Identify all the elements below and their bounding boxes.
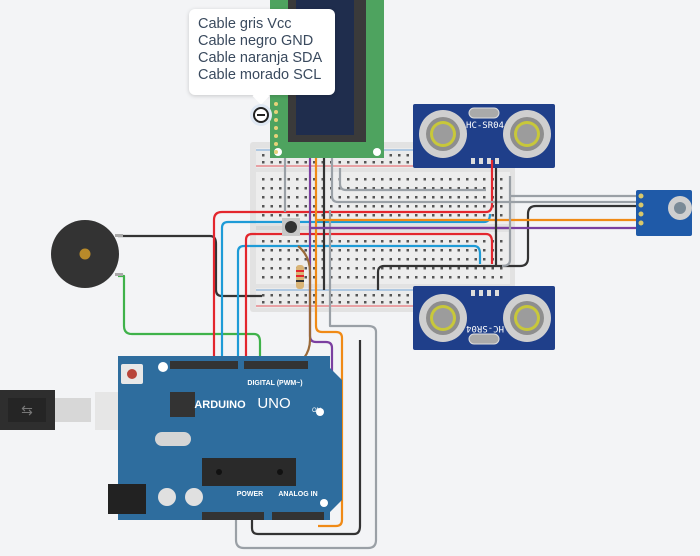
note-line: Cable gris Vcc <box>198 16 292 32</box>
wire-black-sensor <box>376 204 636 290</box>
wire-gray-5v <box>234 210 378 550</box>
svg-text:ON: ON <box>312 408 321 414</box>
wire-buzzer-gnd <box>118 234 262 298</box>
ultrasonic-sensor-top[interactable]: HC-SR04 <box>413 104 555 168</box>
wire-gray-2 <box>338 168 636 198</box>
usb-icon: ⇆ <box>21 402 33 418</box>
wire-red-2 <box>244 232 494 360</box>
arduino-model: UNO <box>257 395 290 412</box>
note-tooltip: Cable gris Vcc Cable negro GND Cable nar… <box>189 9 335 95</box>
svg-text:DIGITAL (PWM~): DIGITAL (PWM~) <box>247 380 302 387</box>
ultrasonic-sensor-bottom[interactable]: HC-SR04 <box>413 286 555 350</box>
svg-text:HC-SR04: HC-SR04 <box>466 323 504 333</box>
wire-blue-2 <box>236 244 482 360</box>
minus-icon <box>253 107 269 123</box>
wire-brown-resistor <box>297 245 312 369</box>
svg-text:HC-SR04: HC-SR04 <box>466 121 504 131</box>
wire-gray-us <box>501 176 512 268</box>
wire-orange-sda <box>314 158 636 528</box>
svg-text:POWER: POWER <box>237 491 263 498</box>
note-toggle-button[interactable] <box>250 104 272 126</box>
wire-red-1 <box>212 160 494 360</box>
arduino-uno[interactable]: ARDUINO UNO DIGITAL (PWM~) POWER ANALOG … <box>108 356 342 520</box>
piezo-buzzer[interactable] <box>51 220 123 288</box>
temperature-sensor[interactable] <box>636 190 692 236</box>
pushbutton[interactable] <box>282 218 300 236</box>
wire-gray-vcc <box>283 158 636 212</box>
arduino-brand: ARDUINO <box>194 399 246 411</box>
resistor[interactable] <box>296 265 304 289</box>
note-line: Cable negro GND <box>198 33 314 49</box>
wires[interactable] <box>118 158 636 550</box>
wire-buzzer-signal <box>118 274 262 360</box>
note-line: Cable morado SCL <box>198 67 322 83</box>
wire-black-gnd <box>250 158 362 536</box>
note-line: Cable naranja SDA <box>198 50 323 66</box>
wire-blue-1 <box>220 213 492 360</box>
svg-text:ANALOG IN: ANALOG IN <box>278 491 317 498</box>
